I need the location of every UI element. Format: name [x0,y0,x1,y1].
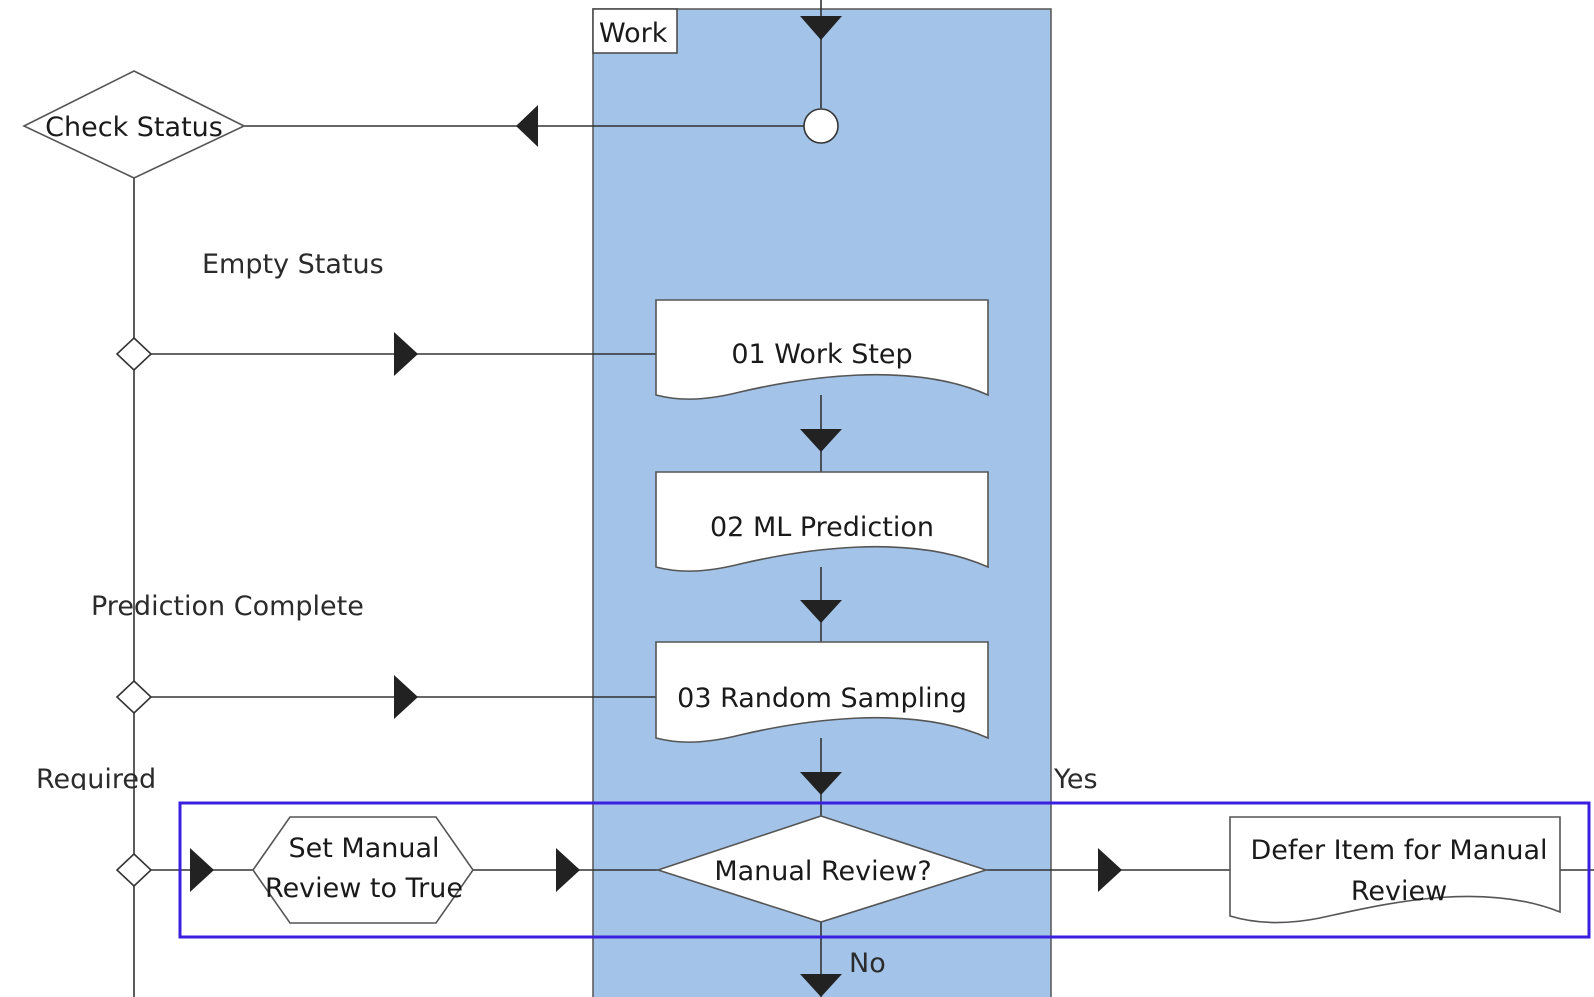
branch-diamond-prediction-complete[interactable] [115,679,153,715]
arrowheads [190,16,1122,997]
work-lane-title: Work [599,18,668,49]
edge-label-yes: Yes [1053,764,1098,795]
arrowhead-step3 [800,600,842,623]
manual-review-decision-label: Manual Review? [714,856,931,887]
ml-prediction-node[interactable]: 02 ML Prediction [655,471,989,572]
ml-prediction-label: 02 ML Prediction [710,512,934,543]
manual-review-decision-shape [655,815,989,923]
edge-label-empty-status: Empty Status [202,249,384,280]
defer-item-label-line1: Defer Item for Manual [1250,835,1547,866]
arrowhead-no [800,974,842,997]
check-status-shape [22,70,246,179]
arrowhead-required [190,848,214,892]
arrowhead-empty-status [394,332,418,376]
random-sampling-label: 03 Random Sampling [677,683,967,714]
arrowhead-set-to-decision [556,848,580,892]
defer-item-label-line2: Review [1351,876,1447,907]
arrowhead-entry [800,16,842,40]
branch-diamond-required[interactable] [115,852,153,888]
arrowhead-prediction-complete [394,675,418,719]
set-manual-review-label-line2: Review to True [265,873,463,904]
work-lane-title-box [592,8,678,54]
arrowhead-step2 [800,429,842,452]
selection-highlight-box [178,801,1591,939]
edge-label-no: No [849,948,886,979]
set-manual-review-label-line1: Set Manual [288,833,439,864]
ml-prediction-shape [655,471,989,572]
set-manual-review-shape [252,816,474,924]
work-step-shape [655,299,989,400]
defer-item-node[interactable]: Defer Item for Manual Review [1229,816,1561,924]
edge-label-required: Required [36,764,156,795]
random-sampling-node[interactable]: 03 Random Sampling [655,641,989,743]
arrowhead-yes [1098,848,1122,892]
check-status-label: Check Status [45,112,223,143]
check-status-node[interactable]: Check Status [22,70,246,179]
manual-review-decision-node[interactable]: Manual Review? [655,815,989,923]
work-step-label: 01 Work Step [731,339,912,370]
branch-points [115,336,153,888]
arrowhead-decision [800,772,842,795]
set-manual-review-node[interactable]: Set Manual Review to True [252,816,474,924]
merge-connector-circle[interactable] [803,108,839,144]
branch-diamond-empty-status[interactable] [115,336,153,372]
defer-item-shape [1229,816,1561,924]
work-step-node[interactable]: 01 Work Step [655,299,989,400]
random-sampling-shape [655,641,989,743]
edge-label-prediction-complete: Prediction Complete [91,591,364,622]
arrowhead-to-check-status [516,105,538,147]
